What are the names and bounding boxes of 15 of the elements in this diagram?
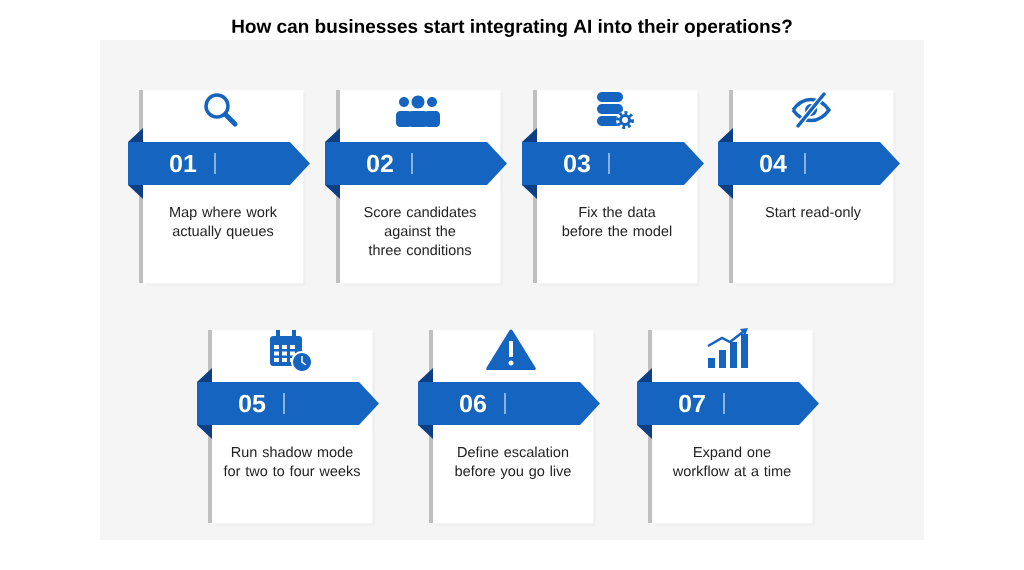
step-number: 03	[564, 154, 590, 173]
step-description: Run shadow mode for two to four weeks	[223, 446, 360, 477]
step-number: 04	[760, 154, 787, 173]
step-description: Map where work actually queues	[170, 206, 277, 240]
step-description: Score candidates against the three conditions	[364, 206, 476, 256]
step-description: Fix the data before the model	[562, 206, 672, 237]
step-description: Expand one workflow at a time	[672, 446, 791, 477]
step-description: Start read-only	[765, 206, 861, 221]
step-number: 02	[367, 154, 393, 173]
step-number: 05	[239, 394, 266, 413]
title: How can businesses start integrating AI into their operations?	[232, 19, 792, 37]
step-number: 06	[460, 394, 486, 413]
step-number: 07	[679, 394, 705, 413]
step-number: 01	[170, 154, 197, 173]
step-description: Define escalation before you go live	[455, 446, 571, 480]
